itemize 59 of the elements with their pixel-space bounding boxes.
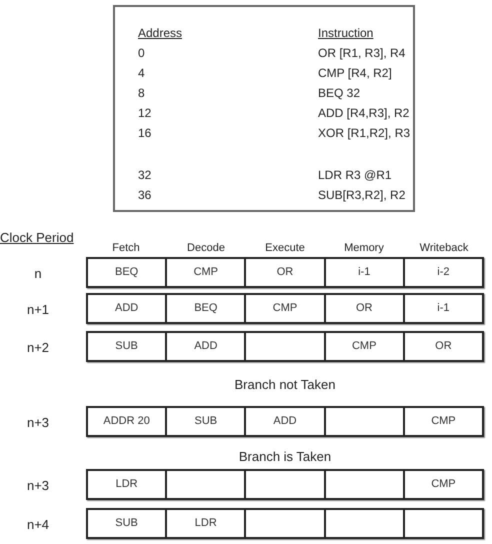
pipeline-cell: ADD <box>88 295 168 322</box>
pipeline-cell: i-1 <box>326 259 405 286</box>
address-value: 0 <box>138 45 146 62</box>
stage-heading: Decode <box>186 241 226 256</box>
pipeline-cell: OR <box>246 259 326 286</box>
clock-period-label: n+2 <box>26 339 50 357</box>
instruction-text: ADD [R4,R3], R2 <box>318 105 410 122</box>
pipeline-cell: CMP <box>404 471 484 498</box>
pipeline-row <box>86 508 484 539</box>
pipeline-cell: OR <box>404 333 484 360</box>
column-header: Instruction <box>318 25 374 42</box>
pipeline-cell: ADDR 20 <box>88 408 168 435</box>
instruction-text: XOR [R1,R2], R3 <box>318 125 410 142</box>
address-value: 32 <box>138 167 152 184</box>
pipeline-cell: ADD <box>246 408 326 435</box>
pipeline-cell: SUB <box>88 510 168 537</box>
pipeline-row <box>86 406 484 437</box>
axis-heading: Clock Period <box>0 229 75 247</box>
pipeline-cell: BEQ <box>167 295 246 322</box>
pipeline-row <box>86 293 484 324</box>
clock-period-label: n+1 <box>26 301 50 319</box>
pipeline-cell: i-2 <box>404 259 484 286</box>
address-value: 4 <box>138 65 146 82</box>
stage-heading: Writeback <box>418 241 470 256</box>
pipeline-cell: CMP <box>326 333 405 360</box>
pipeline-row <box>86 257 484 288</box>
instruction-text: SUB[R3,R2], R2 <box>318 187 406 204</box>
stage-heading: Fetch <box>111 241 141 256</box>
instruction-text: CMP [R4, R2] <box>318 65 392 82</box>
address-value: 8 <box>138 85 146 102</box>
pipeline-cell: CMP <box>404 408 484 435</box>
stage-heading: Memory <box>343 241 385 256</box>
clock-period-label: n <box>33 265 43 283</box>
section-heading: Branch not Taken <box>234 376 336 394</box>
pipeline-cell: OR <box>326 295 405 322</box>
column-header: Address <box>138 25 184 42</box>
instruction-text: OR [R1, R3], R4 <box>318 45 406 62</box>
pipeline-cell: LDR <box>167 510 246 537</box>
stage-heading: Execute <box>264 241 306 256</box>
program-listing-box <box>113 5 415 212</box>
pipeline-cell: ADD <box>167 333 246 360</box>
pipeline-row <box>86 469 484 500</box>
section-heading: Branch is Taken <box>238 448 332 466</box>
address-value: 16 <box>138 125 152 142</box>
pipeline-cell: BEQ <box>88 259 168 286</box>
pipeline-cell: SUB <box>88 333 168 360</box>
clock-period-label: n+3 <box>26 477 50 495</box>
instruction-text: BEQ 32 <box>318 85 360 102</box>
pipeline-row <box>86 331 484 362</box>
address-value: 36 <box>138 187 152 204</box>
instruction-text: LDR R3 @R1 <box>318 167 392 184</box>
pipeline-cell: CMP <box>246 295 326 322</box>
pipeline-cell: LDR <box>88 471 168 498</box>
address-value: 12 <box>138 105 152 122</box>
pipeline-cell: CMP <box>167 259 246 286</box>
pipeline-cell: SUB <box>167 408 246 435</box>
clock-period-label: n+4 <box>26 516 50 534</box>
pipeline-cell: i-1 <box>404 295 484 322</box>
clock-period-label: n+3 <box>26 414 50 432</box>
